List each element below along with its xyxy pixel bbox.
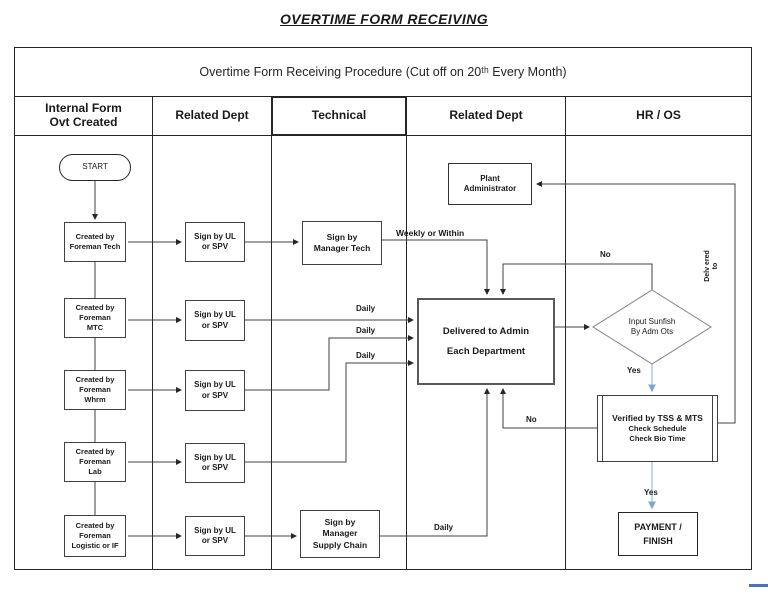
sign-by-ul-spv-node-3: Sign by UL or SPV [185, 370, 245, 411]
sign-by-ul-spv-node-2: Sign by UL or SPV [185, 300, 245, 341]
sign-by-manager-supply-chain-node: Sign by Manager Supply Chain [300, 510, 380, 558]
verified-detail: Check Schedule Check Bio Time [628, 424, 687, 444]
verified-by-tss-mts-node: Verified by TSS & MTS Check Schedule Che… [597, 395, 718, 462]
verified-title: Verified by TSS & MTS [612, 412, 703, 423]
procedure-header: Overtime Form Receiving Procedure (Cut o… [14, 47, 752, 97]
edge-label-yes-to-verified: Yes [627, 366, 641, 375]
input-sunfish-decision-label: Input Sunfish By Adm Ots [628, 317, 676, 336]
edge-label-daily-supply: Daily [434, 523, 454, 532]
lane-header-related-dept-2: Related Dept [406, 96, 566, 136]
edge-label-delivered-to-vertical: Delv ered to [703, 250, 719, 282]
edge-label-daily-3: Daily [356, 351, 376, 360]
lane-divider-4 [565, 135, 566, 570]
payment-finish-node: PAYMENT / FINISH [618, 512, 698, 556]
lane-header-internal-form: Internal Form Ovt Created [14, 96, 153, 136]
plant-administrator-node: Plant Administrator [448, 163, 532, 205]
lane-divider-1 [152, 135, 153, 570]
lane-divider-3 [406, 135, 407, 570]
created-by-foreman-tech-node: Created by Foreman Tech [64, 222, 126, 262]
sign-by-ul-spv-node-1: Sign by UL or SPV [185, 222, 245, 262]
blue-artifact-line [749, 584, 768, 587]
edge-label-no-top: No [600, 250, 611, 259]
lane-header-hr-os: HR / OS [565, 96, 752, 136]
edge-label-daily-1: Daily [356, 304, 376, 313]
created-by-foreman-whrm-node: Created by Foreman Whrm [64, 370, 126, 410]
created-by-foreman-logistic-node: Created by Foreman Logistic or IF [64, 515, 126, 557]
edge-label-yes-to-payment: Yes [644, 488, 658, 497]
edge-label-weekly-or-within: Weekly or Within [396, 228, 465, 238]
created-by-foreman-lab-node: Created by Foreman Lab [64, 442, 126, 482]
edge-label-daily-2: Daily [356, 326, 376, 335]
edge-label-no-bottom: No [526, 415, 537, 424]
lane-header-technical: Technical [271, 96, 407, 136]
lane-header-related-dept-1: Related Dept [152, 96, 272, 136]
sign-by-manager-tech-node: Sign by Manager Tech [302, 221, 382, 265]
sign-by-ul-spv-node-4: Sign by UL or SPV [185, 443, 245, 483]
delivered-to-admin-node: Delivered to Admin Each Department [417, 298, 555, 385]
start-node: START [59, 154, 131, 181]
sign-by-ul-spv-node-5: Sign by UL or SPV [185, 516, 245, 556]
page-title: OVERTIME FORM RECEIVING [279, 11, 489, 27]
created-by-foreman-mtc-node: Created by Foreman MTC [64, 298, 126, 338]
lane-divider-2 [271, 135, 272, 570]
swimlane-body [14, 135, 752, 570]
